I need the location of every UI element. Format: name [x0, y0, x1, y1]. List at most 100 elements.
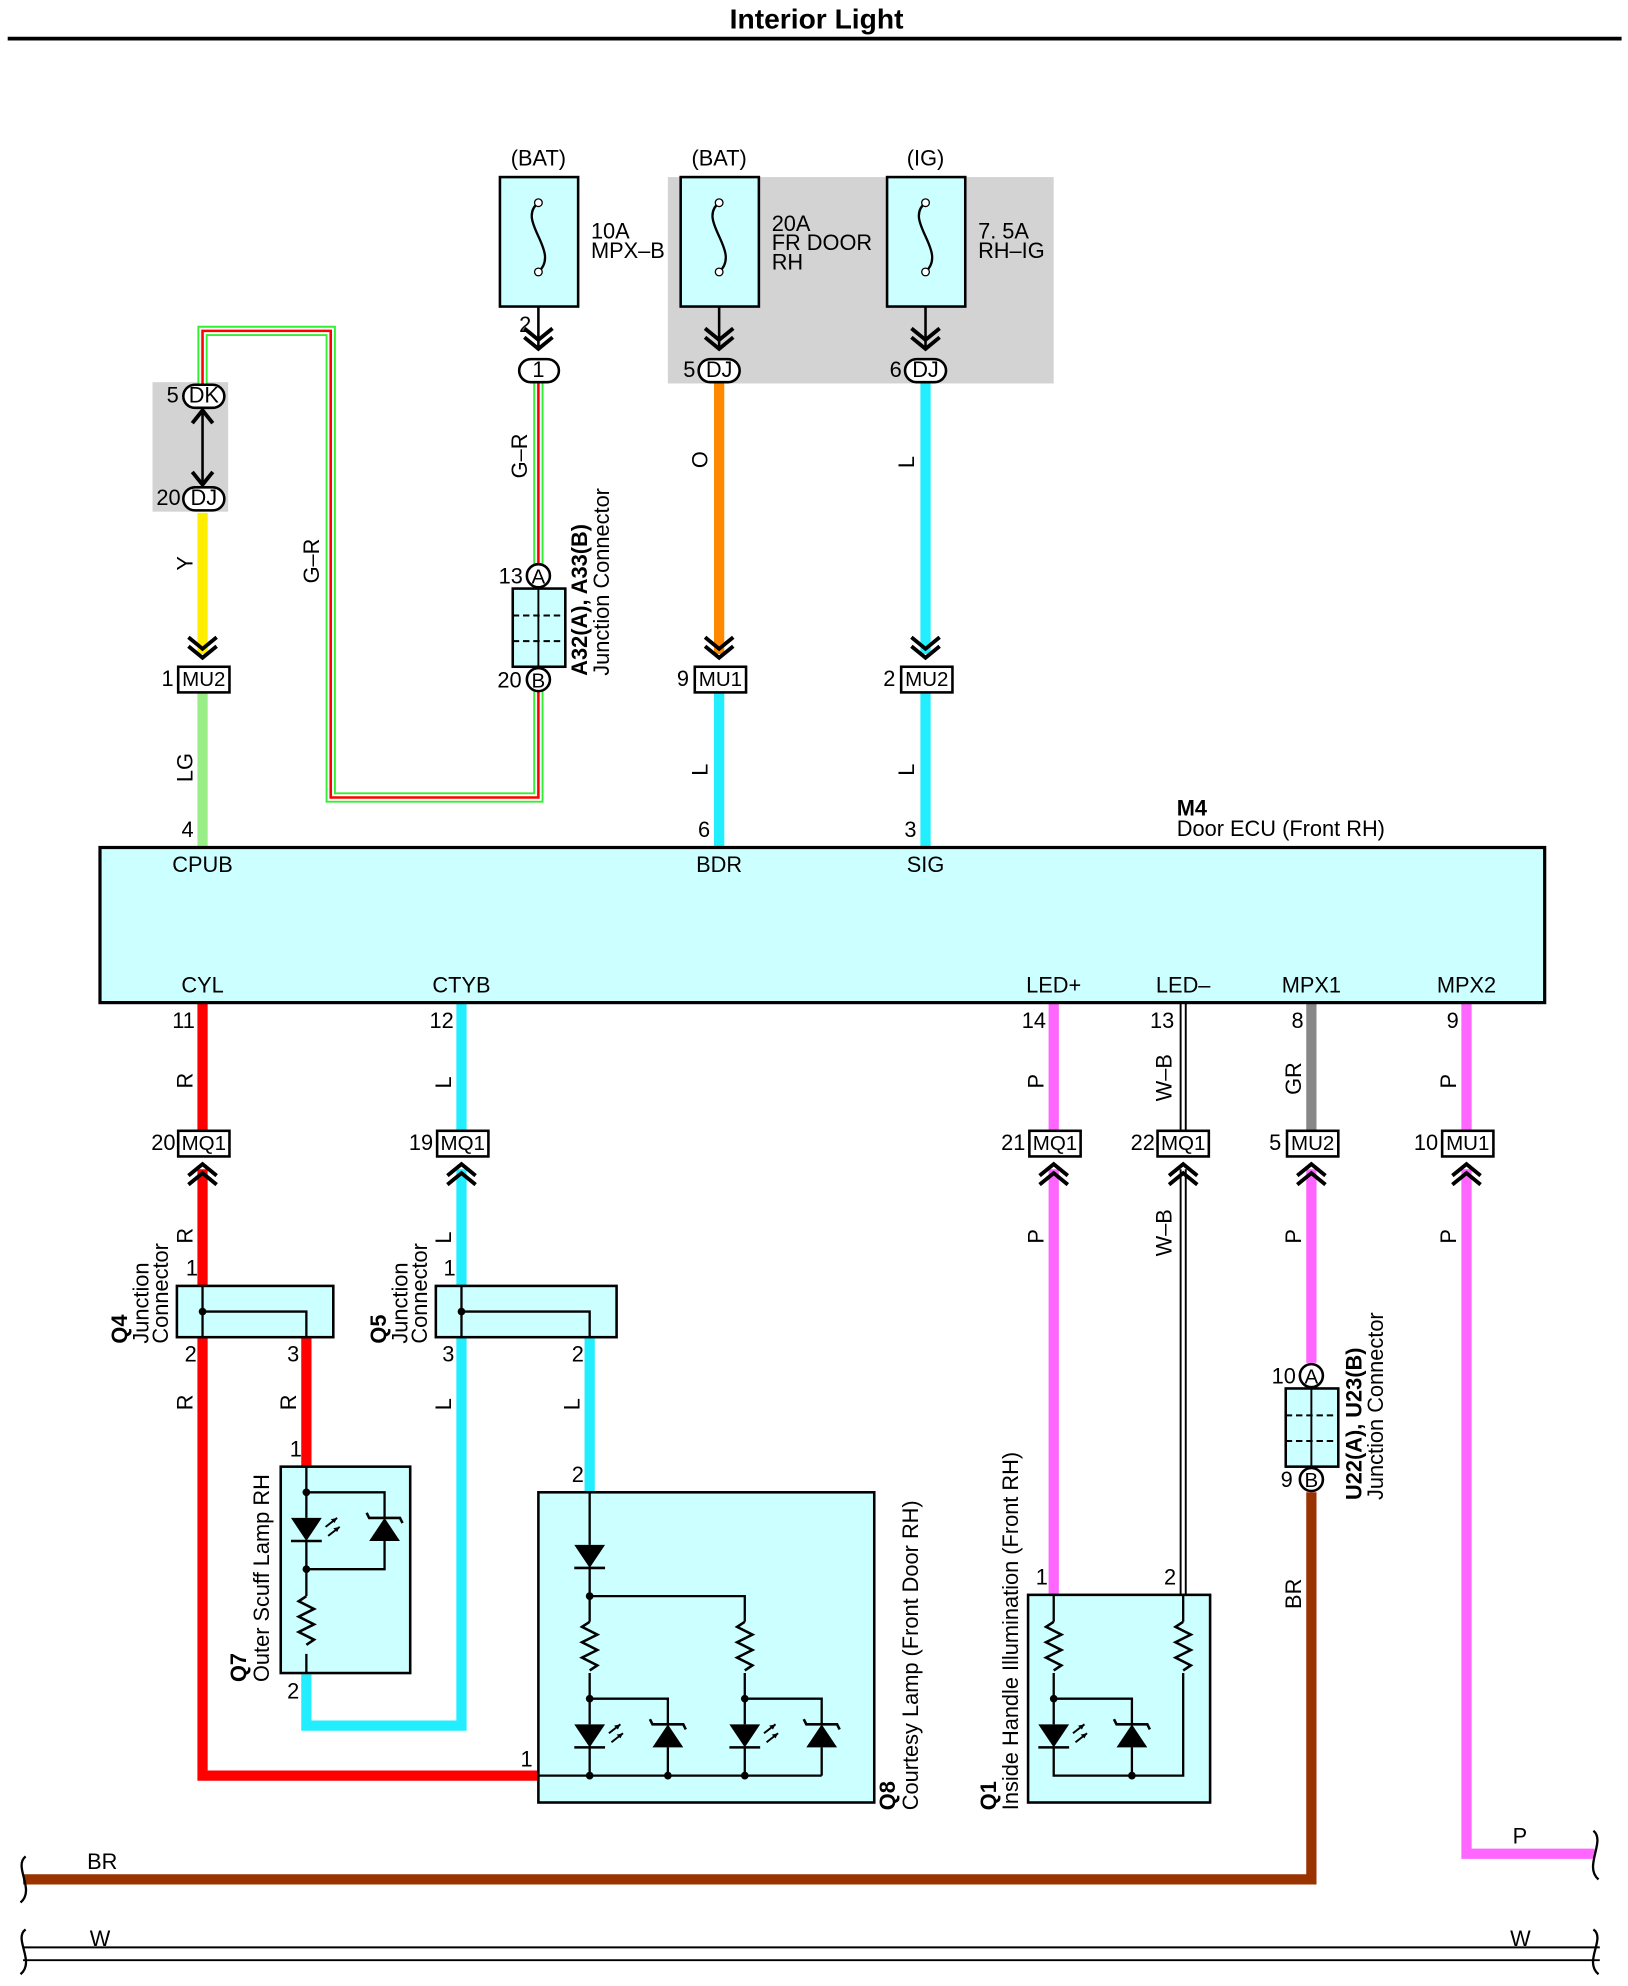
- courtesy-lamp-front-door-rh: 2 1 Q8 Courtesy Lamp (Front Door RH): [520, 1462, 922, 1810]
- svg-text:19: 19: [409, 1130, 433, 1155]
- wire-br-mpx1: [23, 1492, 1317, 1885]
- svg-text:9: 9: [677, 666, 689, 691]
- svg-text:Q7: Q7: [226, 1653, 251, 1682]
- door-ecu-front-rh: M4 Door ECU (Front RH) 4 CPUB 6 BDR 3 SI…: [98, 795, 1547, 1033]
- svg-text:20A: 20A: [772, 211, 811, 236]
- svg-text:MPX1: MPX1: [1282, 972, 1341, 997]
- svg-text:Courtesy Lamp (Front Door RH): Courtesy Lamp (Front Door RH): [898, 1500, 923, 1810]
- fuse-rh-ig: (IG) 7. 5A RH–IG: [885, 146, 1045, 351]
- wire-label-p-mpx1: P: [1281, 1229, 1306, 1244]
- wire-label-l-3: L: [431, 1398, 456, 1410]
- connector-mq1-ctyb: MQ1 19: [409, 1129, 490, 1187]
- svg-text:13: 13: [1150, 1008, 1174, 1033]
- svg-text:3: 3: [904, 817, 916, 842]
- svg-text:Connector: Connector: [148, 1243, 173, 1344]
- svg-text:LED–: LED–: [1156, 972, 1211, 997]
- wire-label-g-r-short: G–R: [507, 434, 532, 479]
- wire-label-br-vertical: BR: [1281, 1579, 1306, 1609]
- wire-label-r-3: R: [172, 1395, 197, 1411]
- fuse-mpx-b: (BAT) 10A MPX–B 2: [498, 146, 665, 351]
- svg-text:21: 21: [1001, 1130, 1025, 1155]
- svg-text:BDR: BDR: [696, 852, 742, 877]
- svg-text:MQ1: MQ1: [1033, 1132, 1077, 1155]
- svg-text:7. 5A: 7. 5A: [978, 219, 1029, 244]
- connector-mu2-mpx1: MU2 5: [1269, 1129, 1340, 1187]
- wire-label-lg: LG: [172, 753, 197, 782]
- svg-text:3: 3: [442, 1342, 454, 1367]
- wire-label-r-2: R: [172, 1228, 197, 1244]
- svg-text:CPUB: CPUB: [172, 852, 233, 877]
- svg-text:5: 5: [683, 357, 695, 382]
- connector-mq1-cyl: MQ1 20: [151, 1129, 231, 1187]
- wire-label-p-mpx2: P: [1436, 1074, 1461, 1089]
- svg-text:5: 5: [167, 383, 179, 408]
- outer-scuff-lamp-rh: 1 2 Q7 Outer Scuff Lamp RH: [226, 1436, 412, 1704]
- svg-text:(IG): (IG): [907, 146, 945, 171]
- svg-text:(BAT): (BAT): [692, 146, 747, 171]
- inside-handle-illumination-front-rh: 1 2 Q1 Inside Handle Illumination (Front…: [976, 1452, 1212, 1810]
- svg-text:2: 2: [1164, 1565, 1176, 1590]
- svg-text:6: 6: [890, 357, 902, 382]
- wire-l-scuff-return: [301, 1337, 467, 1731]
- svg-text:14: 14: [1022, 1008, 1046, 1033]
- svg-text:2: 2: [572, 1462, 584, 1487]
- wire-label-l-ctyb: L: [431, 1076, 456, 1088]
- junction-connector-u22-u23: A 10 B 9 U22(A), U23(B) Junction Connect…: [1272, 1312, 1389, 1500]
- wire-label-l-2: L: [431, 1231, 456, 1243]
- svg-text:2: 2: [287, 1679, 299, 1704]
- svg-text:Inside Handle Illumination (Fr: Inside Handle Illumination (Front RH): [998, 1452, 1023, 1810]
- svg-text:10: 10: [1272, 1363, 1296, 1388]
- svg-text:A: A: [532, 565, 546, 588]
- svg-text:Connector: Connector: [407, 1243, 432, 1344]
- wire-label-w-left: W: [90, 1926, 111, 1951]
- svg-text:20: 20: [156, 485, 180, 510]
- svg-text:Junction: Junction: [388, 1262, 413, 1343]
- svg-text:(BAT): (BAT): [511, 146, 566, 171]
- wire-label-g-r-loop: G–R: [299, 539, 324, 584]
- wire-label-r-4: R: [276, 1395, 301, 1411]
- svg-text:1: 1: [444, 1256, 456, 1281]
- svg-text:DJ: DJ: [912, 357, 939, 382]
- svg-text:2: 2: [519, 312, 531, 337]
- svg-text:DJ: DJ: [191, 485, 218, 510]
- svg-text:13: 13: [499, 563, 523, 588]
- svg-text:MPX2: MPX2: [1437, 972, 1496, 997]
- svg-text:DK: DK: [189, 383, 220, 408]
- wire-label-l-4: L: [559, 1398, 584, 1410]
- svg-text:20: 20: [151, 1130, 175, 1155]
- junction-connector-q5: 1 3 2 Q5 Junction Connector: [366, 1243, 618, 1367]
- break-right-w: [1591, 1928, 1600, 1976]
- svg-text:MU2: MU2: [1291, 1132, 1334, 1155]
- wire-label-w-b-2: W–B: [1152, 1209, 1177, 1256]
- svg-text:MU2: MU2: [182, 668, 225, 691]
- break-right-p: [1591, 1829, 1600, 1881]
- svg-text:3: 3: [287, 1342, 299, 1367]
- wire-label-l-sig-up: L: [894, 456, 919, 468]
- svg-text:MQ1: MQ1: [441, 1132, 485, 1155]
- wire-label-p-led: P: [1023, 1074, 1048, 1089]
- svg-text:10A: 10A: [591, 219, 630, 244]
- svg-text:1: 1: [186, 1256, 198, 1281]
- svg-text:20: 20: [497, 667, 521, 692]
- wire-label-w-right: W: [1510, 1926, 1531, 1951]
- svg-text:MQ1: MQ1: [182, 1132, 226, 1155]
- svg-text:RH: RH: [772, 249, 803, 274]
- svg-text:A: A: [1305, 1365, 1319, 1388]
- svg-text:6: 6: [698, 817, 710, 842]
- fuse-fr-door-rh: (BAT) 20A FR DOOR RH: [679, 146, 872, 351]
- wire-label-w-b-up: W–B: [1152, 1054, 1177, 1101]
- connector-dk-dj: DK 5 DJ 20: [156, 383, 226, 512]
- junction-connector-q4: 1 2 3 Q4 Junction Connector: [107, 1243, 335, 1367]
- connector-dj-ig: DJ 6: [890, 357, 948, 384]
- svg-text:MU2: MU2: [905, 668, 948, 691]
- svg-text:Junction Connector: Junction Connector: [1363, 1312, 1388, 1500]
- wire-label-l-bdr: L: [688, 764, 713, 776]
- wire-label-l-sig-low: L: [894, 764, 919, 776]
- svg-text:1: 1: [532, 357, 544, 382]
- wire-w-b: [1179, 1002, 1187, 1595]
- wire-label-br-bus: BR: [87, 1849, 117, 1874]
- svg-text:10: 10: [1414, 1130, 1438, 1155]
- wire-label-y: Y: [172, 556, 197, 571]
- svg-text:9: 9: [1447, 1008, 1459, 1033]
- wire-r-courtesy: [197, 1337, 539, 1781]
